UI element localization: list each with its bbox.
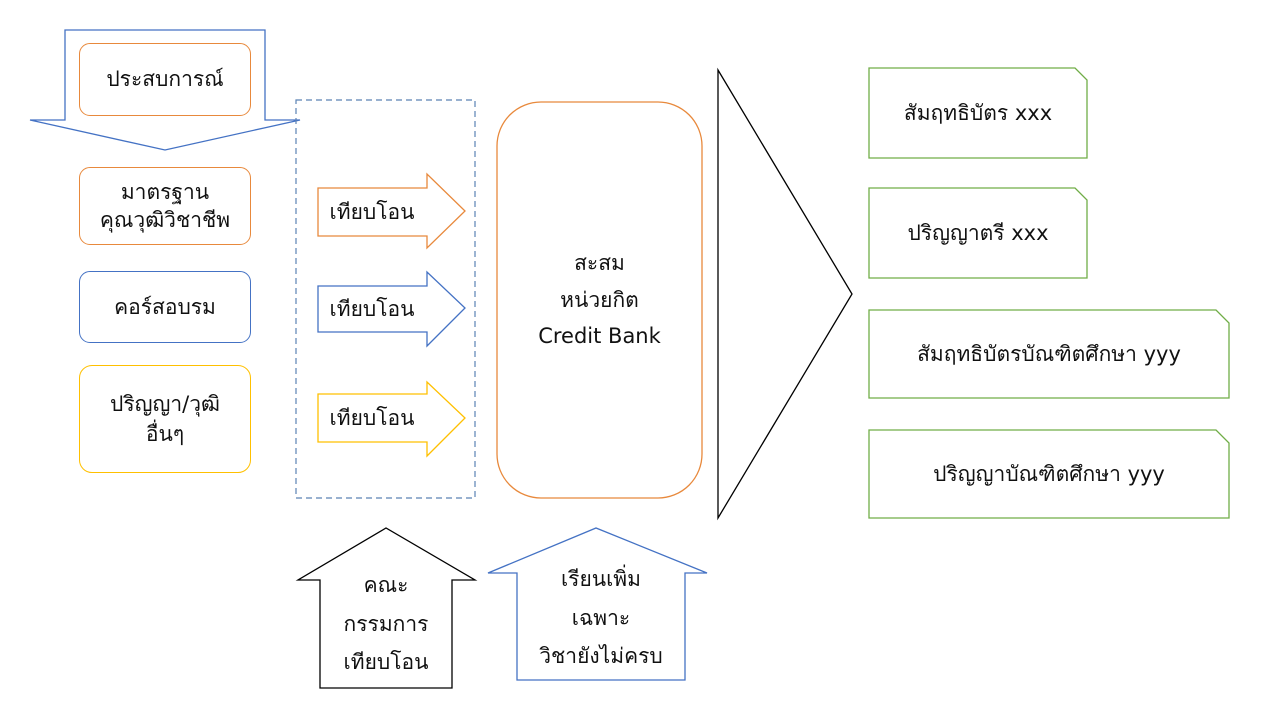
committee-line-2: กรรมการ — [343, 611, 429, 636]
training-course-label: คอร์สอบรม — [114, 294, 216, 319]
credit-bank-box — [496, 101, 703, 499]
professional-standard-line-2: คุณวุฒิวิชาชีพ — [99, 208, 231, 232]
outcome-label-3: สัมฤทธิบัตรบัณฑิตศึกษา yyy — [917, 341, 1181, 366]
credit-bank-line-3: Credit Bank — [538, 324, 661, 349]
fan-out-triangle — [717, 67, 853, 521]
committee-text: คณะ กรรมการ เทียบโอน — [320, 560, 452, 688]
outcome-label-1: สัมฤทธิบัตร xxx — [903, 100, 1053, 125]
committee-line-3: เทียบโอน — [343, 650, 429, 675]
professional-standard-box: มาตรฐาน คุณวุฒิวิชาชีพ — [79, 167, 251, 245]
experience-box: ประสบการณ์ — [79, 43, 251, 116]
transfer-arrow-orange — [317, 172, 466, 250]
transfer-arrow-gold — [317, 380, 466, 458]
extra-study-line-2: เฉพาะ — [571, 605, 631, 630]
credit-bank-line-1: สะสม — [574, 250, 625, 275]
training-course-box: คอร์สอบรม — [79, 271, 251, 343]
transfer-group-dashed-box — [295, 99, 476, 499]
outcome-label-2: ปริญญาตรี xxx — [907, 220, 1049, 245]
degree-other-line-2: อื่นๆ — [145, 422, 185, 446]
extra-study-up-arrow — [487, 527, 708, 681]
committee-line-1: คณะ — [363, 572, 409, 597]
outcome-box-4 — [868, 429, 1230, 519]
transfer-arrow-blue-label: เทียบโอน — [329, 296, 415, 321]
transfer-arrow-blue — [317, 270, 466, 348]
credit-bank-text: สะสม หน่วยกิต Credit Bank — [497, 230, 702, 370]
credit-bank-line-2: หน่วยกิต — [560, 287, 639, 312]
transfer-arrow-orange-label: เทียบโอน — [329, 199, 415, 224]
degree-other-line-1: ปริญญา/วุฒิ — [109, 391, 221, 416]
professional-standard-line-1: มาตรฐาน — [120, 179, 210, 204]
extra-study-line-1: เรียนเพิ่ม — [561, 566, 641, 591]
outcome-box-3 — [868, 309, 1230, 399]
degree-other-box: ปริญญา/วุฒิ อื่นๆ — [79, 365, 251, 473]
outcome-box-1 — [868, 67, 1088, 159]
experience-label: ประสบการณ์ — [106, 67, 224, 92]
extra-study-text: เรียนเพิ่ม เฉพาะ วิชายังไม่ครบ — [517, 556, 685, 680]
transfer-arrow-gold-label: เทียบโอน — [329, 405, 415, 430]
committee-up-arrow — [295, 527, 478, 689]
outcome-label-4: ปริญญาบัณฑิตศึกษา yyy — [933, 461, 1165, 486]
outcome-box-2 — [868, 187, 1088, 279]
extra-study-line-3: วิชายังไม่ครบ — [539, 644, 663, 669]
